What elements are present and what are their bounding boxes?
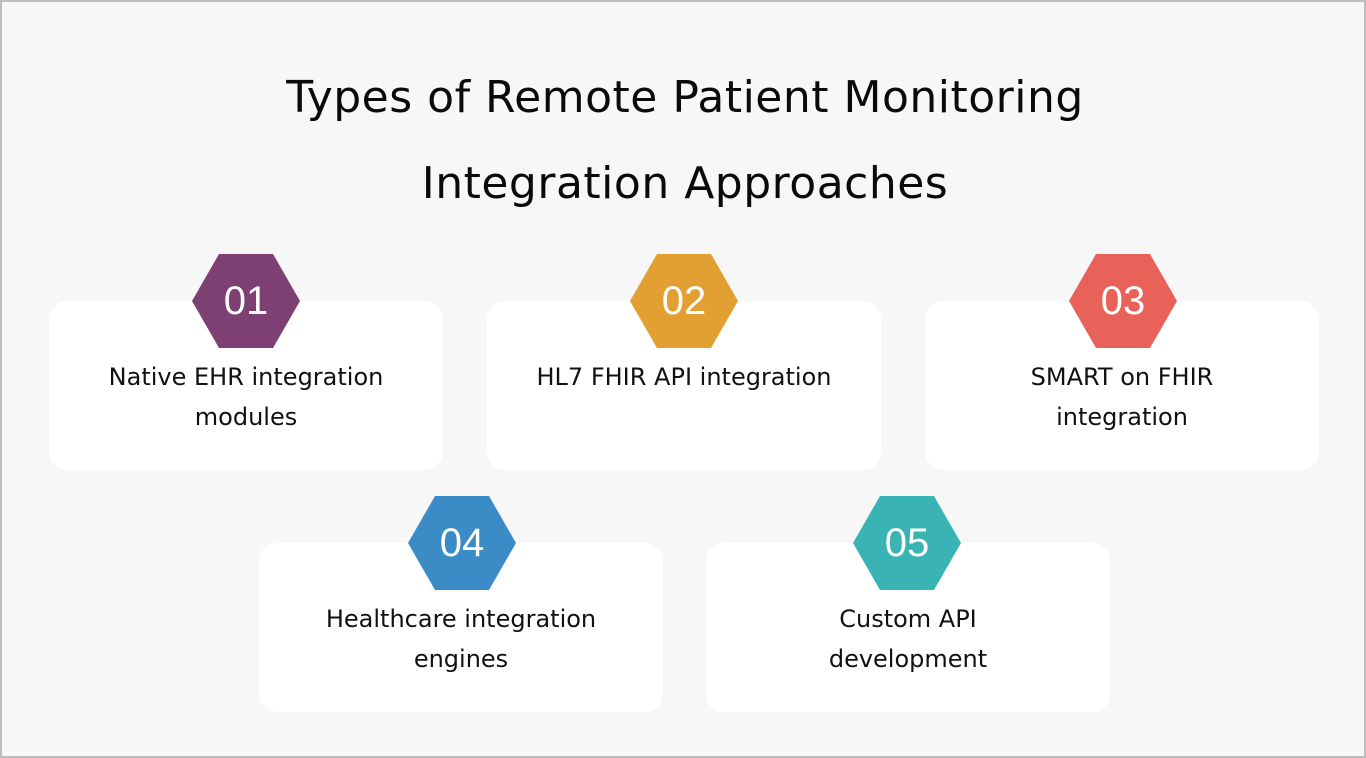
page-title: Types of Remote Patient Monitoring Integ… xyxy=(2,54,1366,228)
title-line-1: Types of Remote Patient Monitoring xyxy=(286,72,1084,123)
approach-label: HL7 FHIR API integration xyxy=(487,357,881,397)
approach-label: SMART on FHIR integration xyxy=(925,357,1319,437)
approach-label: Native EHR integration modules xyxy=(49,357,443,437)
approach-label-line-1: Healthcare integration xyxy=(325,605,597,633)
badge-number: 03 xyxy=(1100,278,1146,323)
badge-number: 05 xyxy=(884,520,930,565)
approach-label-line-1: Custom API xyxy=(839,605,977,633)
badge-number: 04 xyxy=(439,520,485,565)
approach-label-line-1: SMART on FHIR xyxy=(1030,363,1214,391)
approach-label: Custom API development xyxy=(706,599,1110,679)
approach-label-line-1: HL7 FHIR API integration xyxy=(536,363,832,391)
approach-label-line-2: modules xyxy=(194,403,298,431)
badge-number: 01 xyxy=(223,278,269,323)
badge-number: 02 xyxy=(661,278,707,323)
approach-label-line-2: development xyxy=(828,645,988,673)
title-line-2: Integration Approaches xyxy=(421,158,949,209)
approach-label-line-2: integration xyxy=(1056,403,1188,431)
approach-label: Healthcare integration engines xyxy=(259,599,663,679)
approach-label-line-2: engines xyxy=(413,645,509,673)
approach-label-line-1: Native EHR integration xyxy=(108,363,384,391)
